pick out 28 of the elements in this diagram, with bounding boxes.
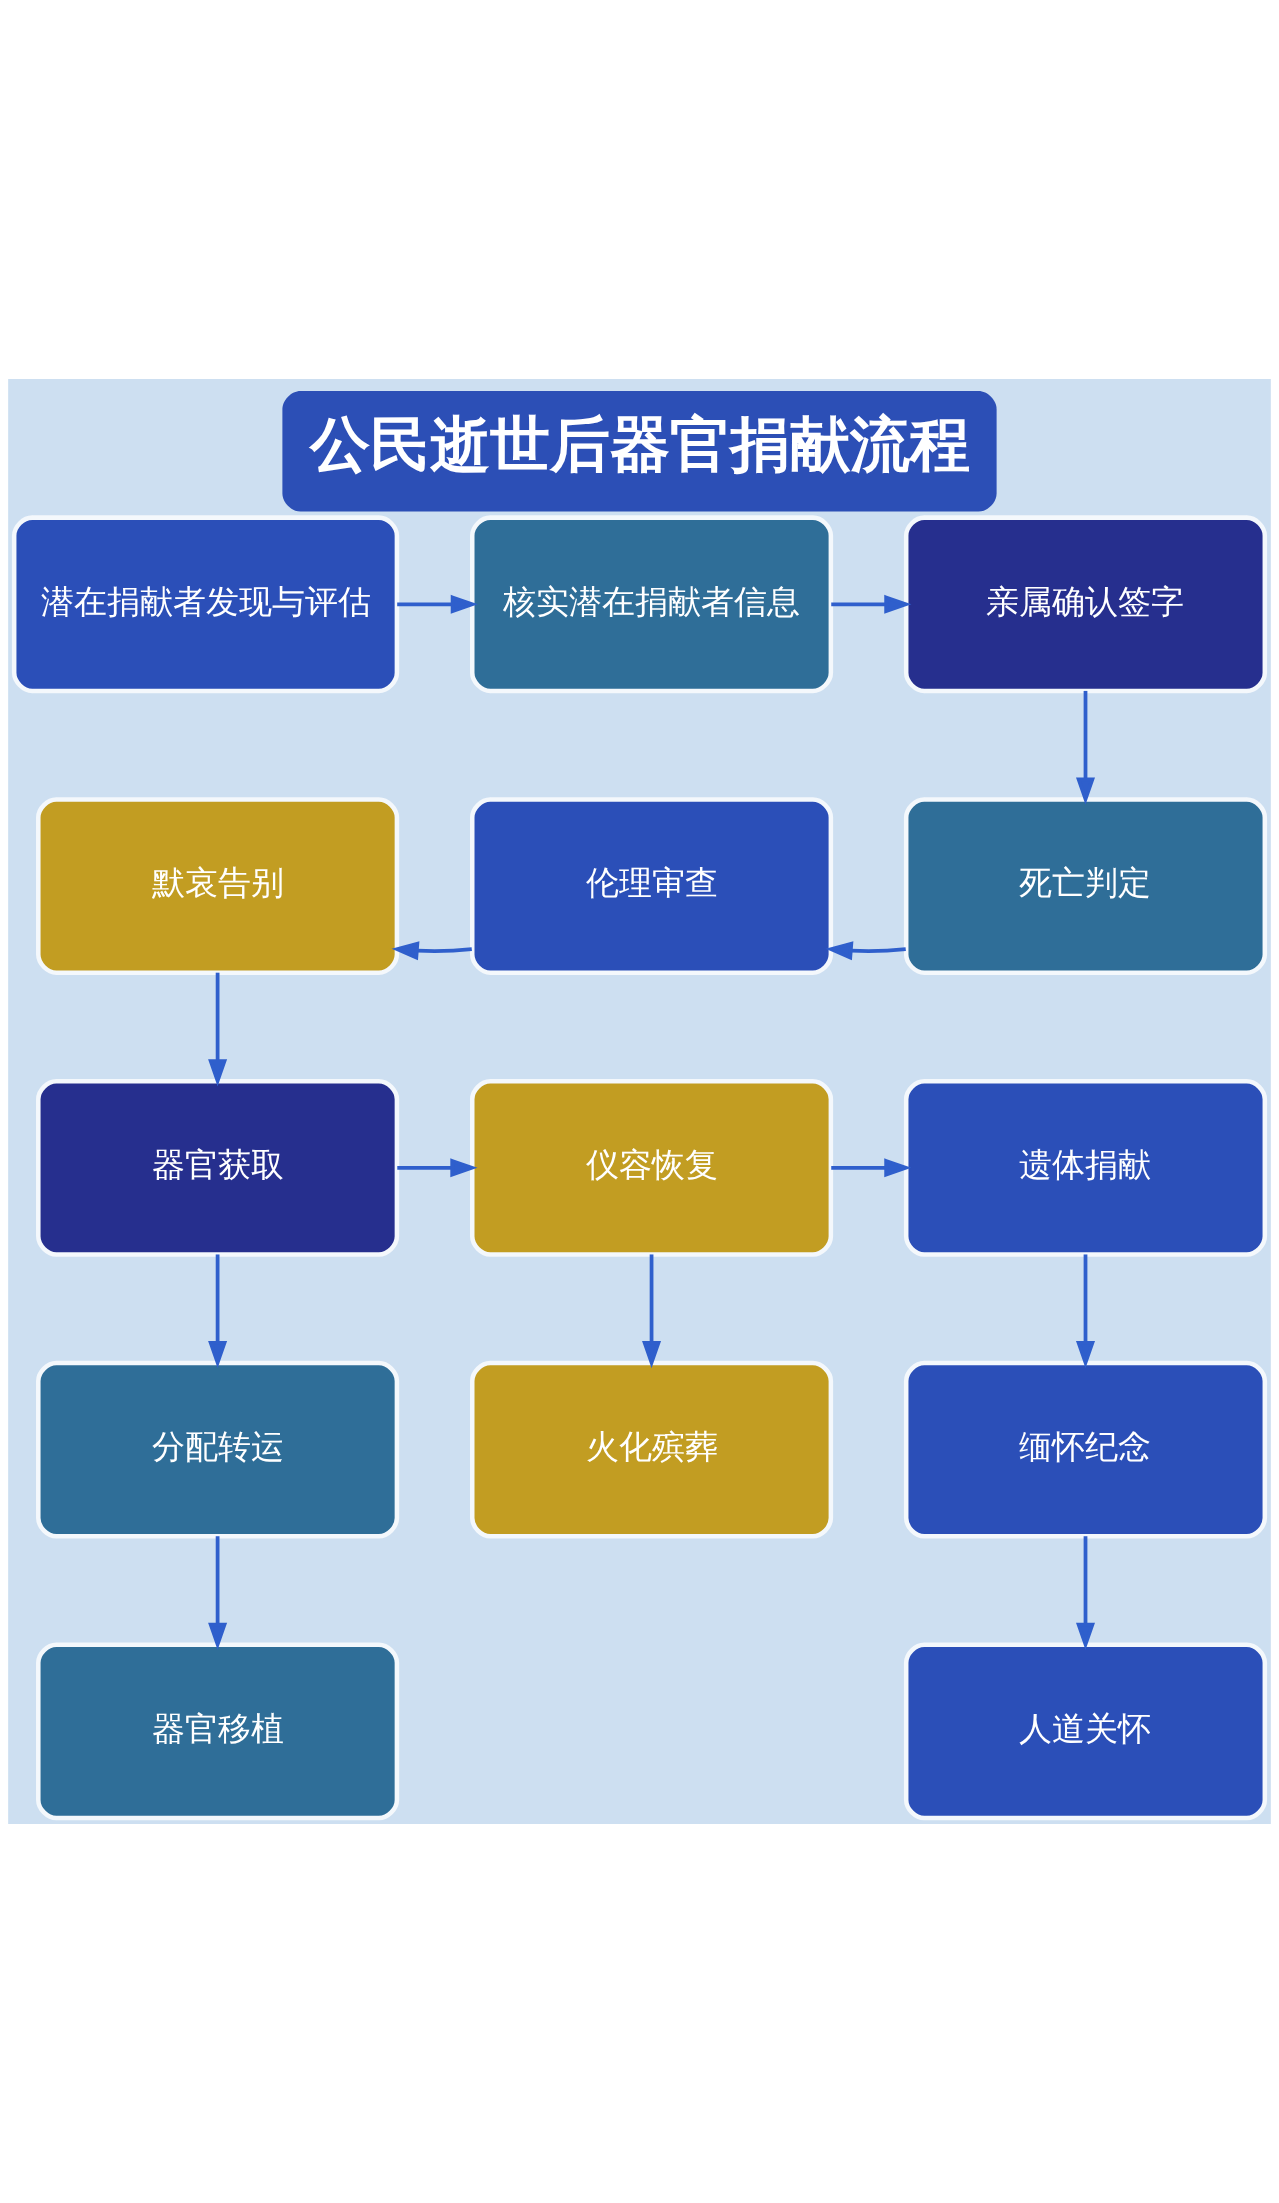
arrow [831, 1158, 912, 1178]
node-box: 器官获取 [36, 1078, 400, 1257]
node-box: 分配转运 [36, 1360, 400, 1539]
node-box: 默哀告别 [36, 797, 400, 975]
arrow [208, 1536, 228, 1650]
diagram-title: 公民逝世后器官捐献流程 [309, 408, 970, 479]
node-box: 人道关怀 [903, 1642, 1268, 1821]
arrow [208, 1254, 228, 1369]
node-box: 核实潜在捐献者信息 [470, 515, 834, 694]
node-box: 火化殡葬 [470, 1360, 834, 1539]
node-box: 缅怀纪念 [903, 1360, 1268, 1539]
node-box: 潜在捐献者发现与评估 [11, 515, 400, 694]
arrow [1076, 1536, 1095, 1650]
arrow [642, 1254, 662, 1369]
arrow [397, 1158, 478, 1178]
arrow [397, 594, 478, 614]
node-box: 遗体捐献 [903, 1078, 1268, 1257]
arrow [1076, 1254, 1095, 1369]
arrow [825, 941, 906, 961]
node-box: 仪容恢复 [470, 1078, 834, 1257]
arrow [831, 594, 912, 614]
node-box: 亲属确认签字 [903, 515, 1268, 694]
arrow [208, 972, 228, 1087]
node-box: 器官移植 [36, 1642, 400, 1821]
node-box: 伦理审查 [470, 797, 834, 975]
arrow [391, 941, 472, 961]
node-box: 死亡判定 [903, 797, 1268, 975]
arrow [1076, 690, 1095, 805]
